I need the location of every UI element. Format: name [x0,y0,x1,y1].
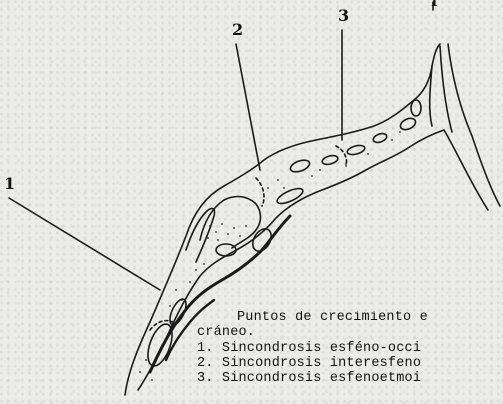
leader-line-2 [236,44,260,170]
marrow-island [372,132,388,144]
label-1: 1 [4,176,15,192]
label-2: 2 [232,22,243,38]
marrow-island [346,144,365,156]
marrow-island [321,154,339,166]
caption-title-line1: Puntos de crecimiento e [237,311,428,325]
synchondrosis-3-mark [336,146,347,166]
marrow-island [411,100,421,116]
marrow-island [289,158,311,174]
marrow-island [216,244,236,256]
caption-item-2: 2. Sincondrosis interesfeno [197,357,421,371]
caption-item-3: 3. Sincondrosis esfenoetmoi [197,372,421,386]
marrow-island [275,186,305,207]
leader-line-1 [9,198,160,290]
figure-caption: Puntos de crecimiento e cráneo. 1. Sinco… [197,311,503,392]
synchondrosis-2-mark [256,178,264,206]
label-3: 3 [338,8,349,24]
caption-item-1: 1. Sincondrosis esféno-occi [197,342,421,356]
marrow-island [399,116,418,132]
label-top-mark: 1 [430,0,438,8]
dorsum-sellae [186,209,215,262]
caption-title-line2: cráneo. [197,326,255,340]
ethmoid-plate-right [448,44,500,206]
